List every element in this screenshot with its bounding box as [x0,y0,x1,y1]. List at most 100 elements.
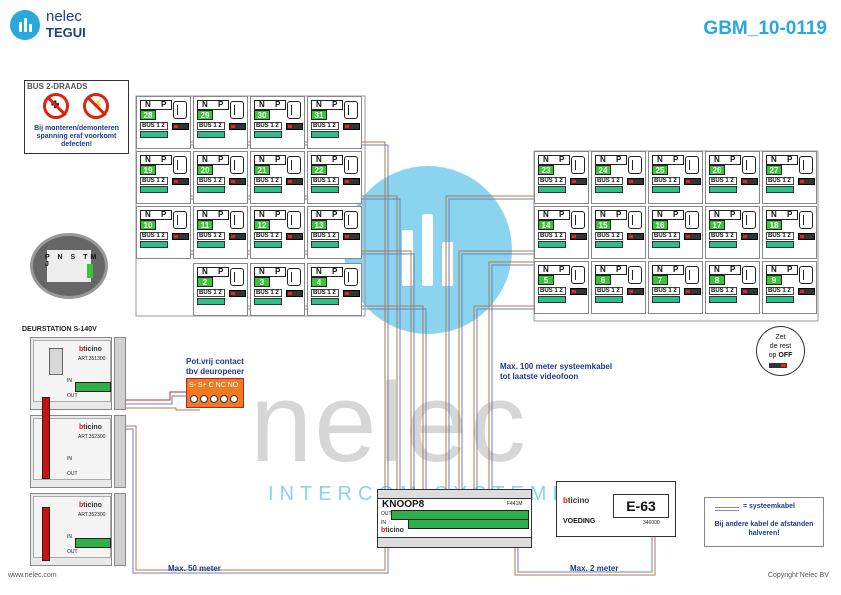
handset-icon [628,266,642,284]
handset-icon [742,211,756,229]
dip-switch-icon [343,178,360,185]
out-label: OUT [67,471,78,477]
dip-switch-icon [798,233,815,240]
n-label: N [600,265,606,274]
dip-switch-icon [172,233,189,240]
brand-mark: bticino [381,527,404,534]
n-label: N [259,100,265,109]
n-label: N [145,155,151,164]
p-label: P [275,100,281,109]
logo-subname: TEGUI [46,25,86,40]
dip-switch-icon [229,290,246,297]
dip-switch-icon [229,123,246,130]
n-label: N [771,265,777,274]
no-power-plug-icon: ✚ [43,93,69,119]
bus-label: BUS 1 2 [709,287,737,295]
screw-terminal-icon [220,395,228,403]
dip-switch-icon [684,178,701,185]
terminal-block [311,131,339,138]
bus-label: BUS 1 2 [197,177,225,185]
terminal-block [254,186,282,193]
n-label: N [543,265,549,274]
dip-switch-icon [627,233,644,240]
off-note-line3-prefix: op [768,352,777,359]
knoop-part: F441M [507,501,523,507]
terminal-block [766,186,794,193]
terminal-labels: P N S TM J [45,254,100,268]
door-station: bticino ART.351300 IN OUT bticino ART.35… [22,337,127,567]
bus-label: BUS 1 2 [311,122,339,130]
terminal-block [197,186,225,193]
dip-switch-icon [684,233,701,240]
note-system-cable: Max. 100 meter systeemkabel tot laatste … [500,362,613,381]
monitor-address: 2 [197,277,213,287]
dip-switch-icon [627,178,644,185]
n-label: N [600,155,606,164]
dip-switch-icon [286,123,303,130]
bus-label: BUS 1 2 [254,232,282,240]
terminal-block [75,538,111,548]
dip-switch-icon [172,123,189,130]
terminal-block [766,296,794,303]
bus-label: BUS 1 2 [652,177,680,185]
bus-label: BUS 1 2 [538,287,566,295]
p-label: P [787,210,793,219]
n-label: N [543,155,549,164]
bus-label: BUS 1 2 [652,287,680,295]
n-label: N [259,267,265,276]
monitor-address: 14 [538,220,554,230]
handset-icon [799,266,813,284]
p-label: P [616,265,622,274]
nelec-logo-icon [10,10,40,40]
handset-icon [344,101,358,119]
monitor-address: 26 [709,165,725,175]
p-label: P [673,210,679,219]
n-label: N [202,210,208,219]
relay-terminal-labels: S- S+ C NC NO [189,382,239,389]
terminal-block [595,186,623,193]
relay-note: Pot.vrij contact tbv deuropener [186,357,245,376]
bus-label: BUS 1 2 [595,287,623,295]
handset-icon [742,266,756,284]
bus-label: BUS 1 2 [709,232,737,240]
terminal-block [254,241,282,248]
dip-switch-icon [741,288,758,295]
n-label: N [543,210,549,219]
n-label: N [657,210,663,219]
monitor-address: 3 [254,277,270,287]
p-label: P [673,265,679,274]
bus-label: BUS 1 2 [197,122,225,130]
n-label: N [771,155,777,164]
p-label: P [161,155,167,164]
screw-terminal-icon [210,395,218,403]
p-label: P [673,155,679,164]
module-code: ART.352300 [78,434,106,440]
monitor-address: 25 [652,165,668,175]
handset-icon [230,211,244,229]
bus-label: BUS 1 2 [595,177,623,185]
monitor-address: 24 [595,165,611,175]
handset-icon [571,211,585,229]
handset-icon [344,211,358,229]
p-label: P [559,210,565,219]
p-label: P [332,155,338,164]
